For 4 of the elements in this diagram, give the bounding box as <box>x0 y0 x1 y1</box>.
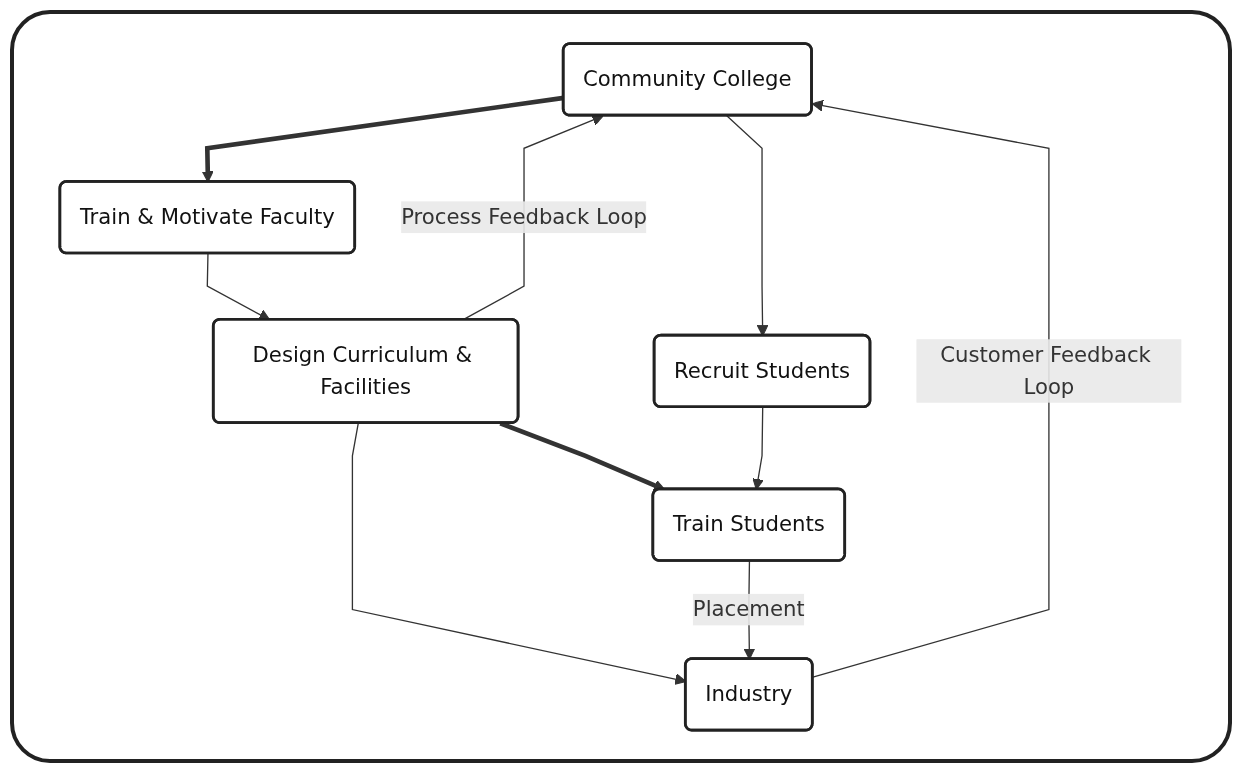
edge-label: Customer Feedback Loop <box>940 341 1152 399</box>
edge-label: Placement <box>693 595 806 622</box>
edge-label: Process Feedback Loop <box>401 203 648 229</box>
arrow <box>812 99 1050 678</box>
